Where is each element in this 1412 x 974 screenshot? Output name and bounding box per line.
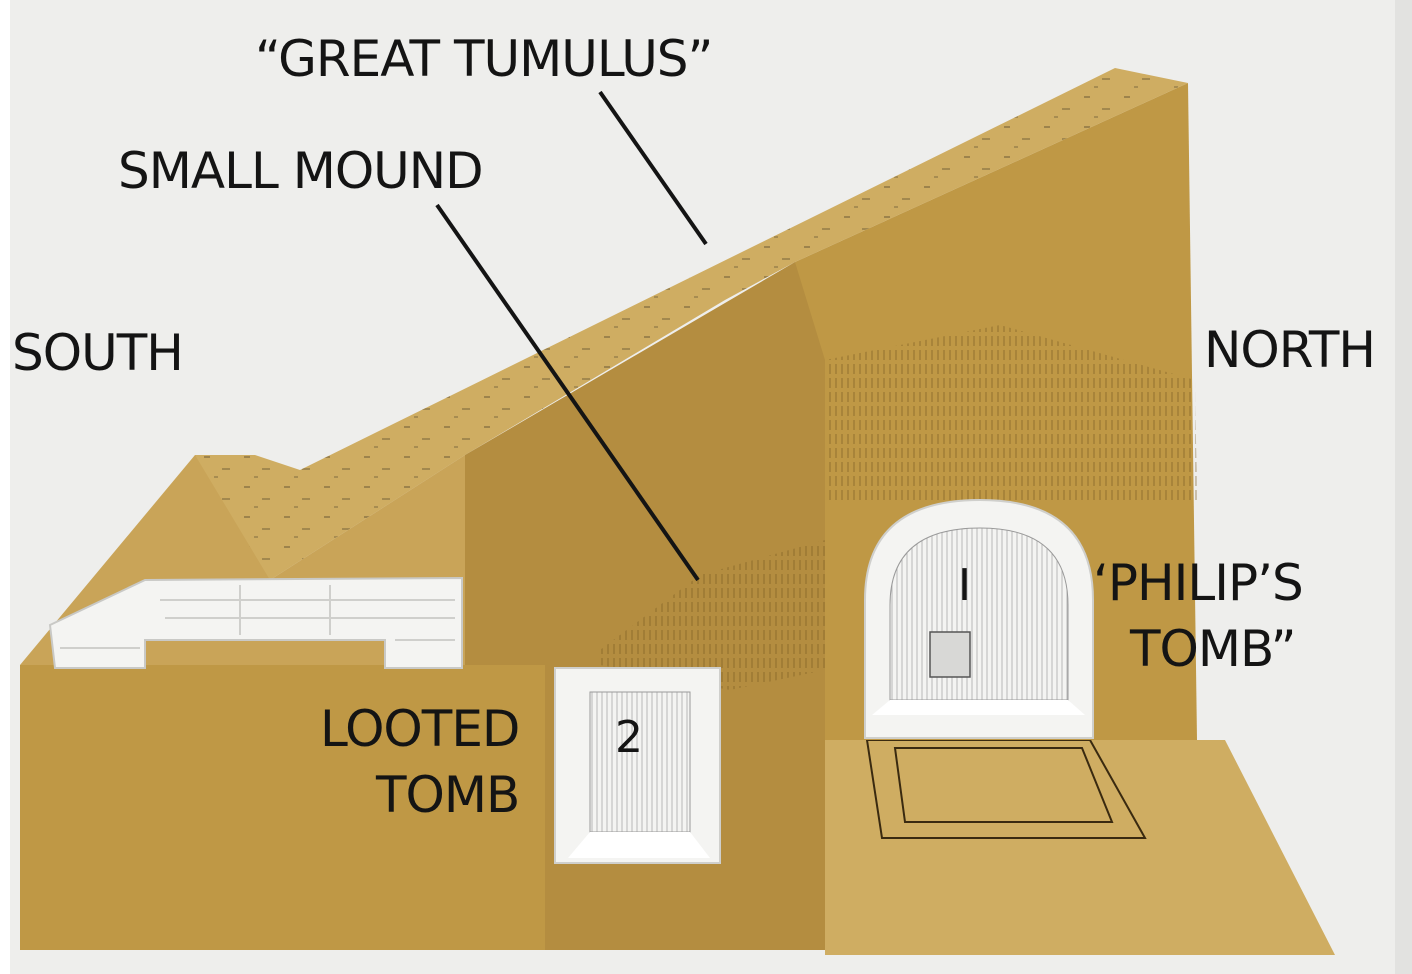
great-tumulus-label: “GREAT TUMULUS”: [255, 30, 712, 88]
great-tumulus-slope-texture: [195, 68, 1188, 580]
south-ground-block: [20, 665, 545, 950]
looted-tomb-label-line2: TOMB: [375, 766, 519, 824]
looted-tomb-label-line1: LOOTED: [320, 700, 519, 758]
south-label: SOUTH: [12, 324, 183, 382]
right-margin: [1395, 0, 1412, 974]
sarcophagus: [929, 631, 971, 678]
tomb-1-platform-inner: [893, 747, 1114, 823]
tomb-1-number: I: [958, 560, 970, 611]
ground-floor: [825, 740, 1335, 955]
tomb-2-looted: [554, 667, 721, 864]
tomb-2-number: 2: [615, 712, 642, 763]
tomb-1-philips: [864, 498, 1094, 739]
small-mound-label: SMALL MOUND: [118, 142, 483, 200]
great-tumulus-leader: [598, 90, 708, 246]
small-mound-leader: [435, 203, 700, 582]
great-tumulus-section-hatch: [825, 325, 1197, 500]
north-label: NORTH: [1204, 321, 1375, 379]
small-mound-arc: [600, 540, 825, 690]
philips-tomb-label-line2: TOMB”: [1129, 620, 1296, 678]
stone-wall: [48, 576, 463, 669]
left-border: [0, 0, 10, 974]
philips-tomb-label-line1: ‘PHILIP’S: [1093, 554, 1303, 612]
